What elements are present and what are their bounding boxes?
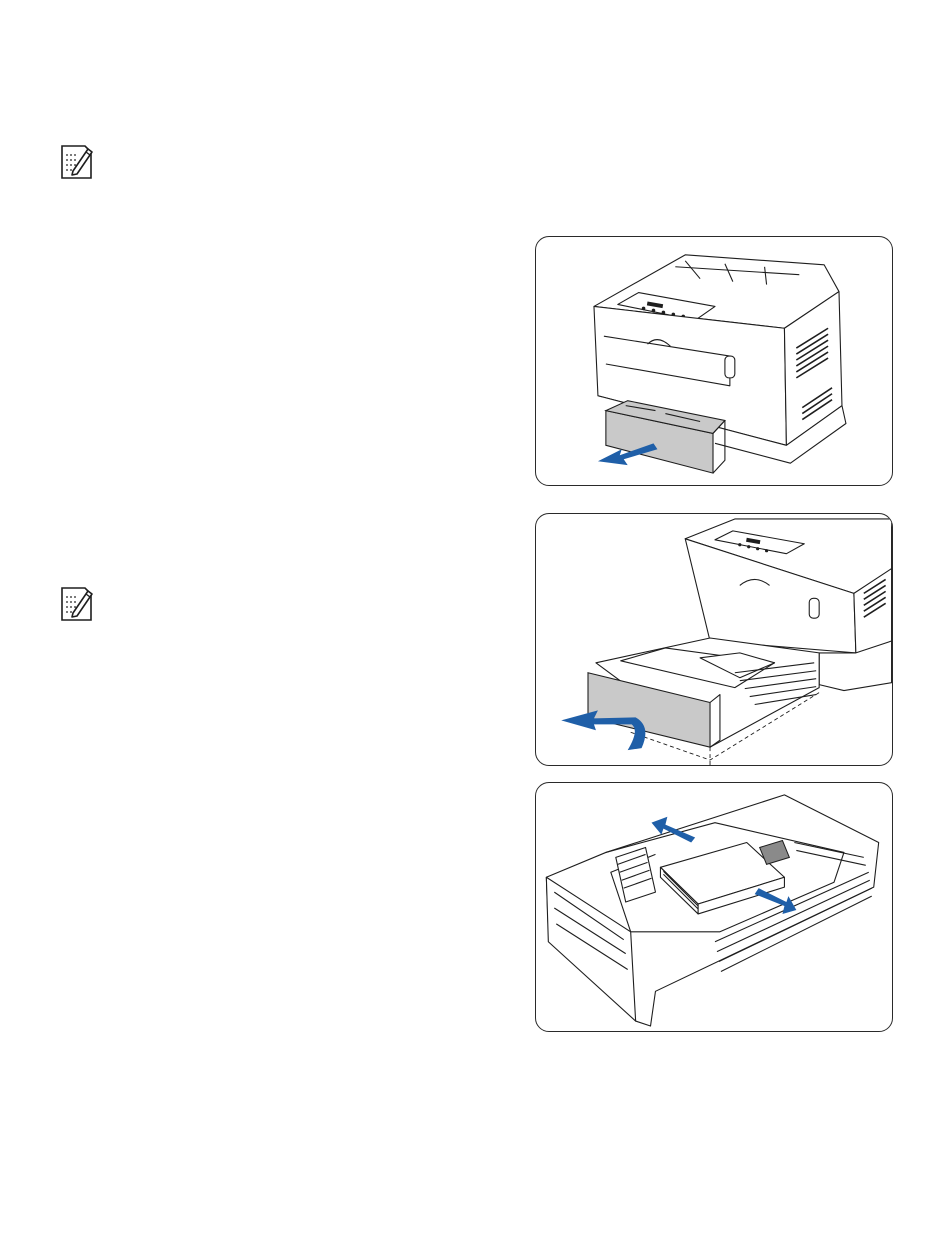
note-icon (58, 143, 96, 181)
printer-illustration (536, 237, 892, 485)
printer-tray-pull-out-figure (535, 236, 893, 486)
printer-tray-illustration (536, 514, 892, 765)
paper-tray-guides-figure (535, 782, 893, 1032)
paper-tray-illustration (536, 783, 892, 1031)
note-icon (58, 585, 96, 623)
printer-tray-remove-figure (535, 513, 893, 766)
